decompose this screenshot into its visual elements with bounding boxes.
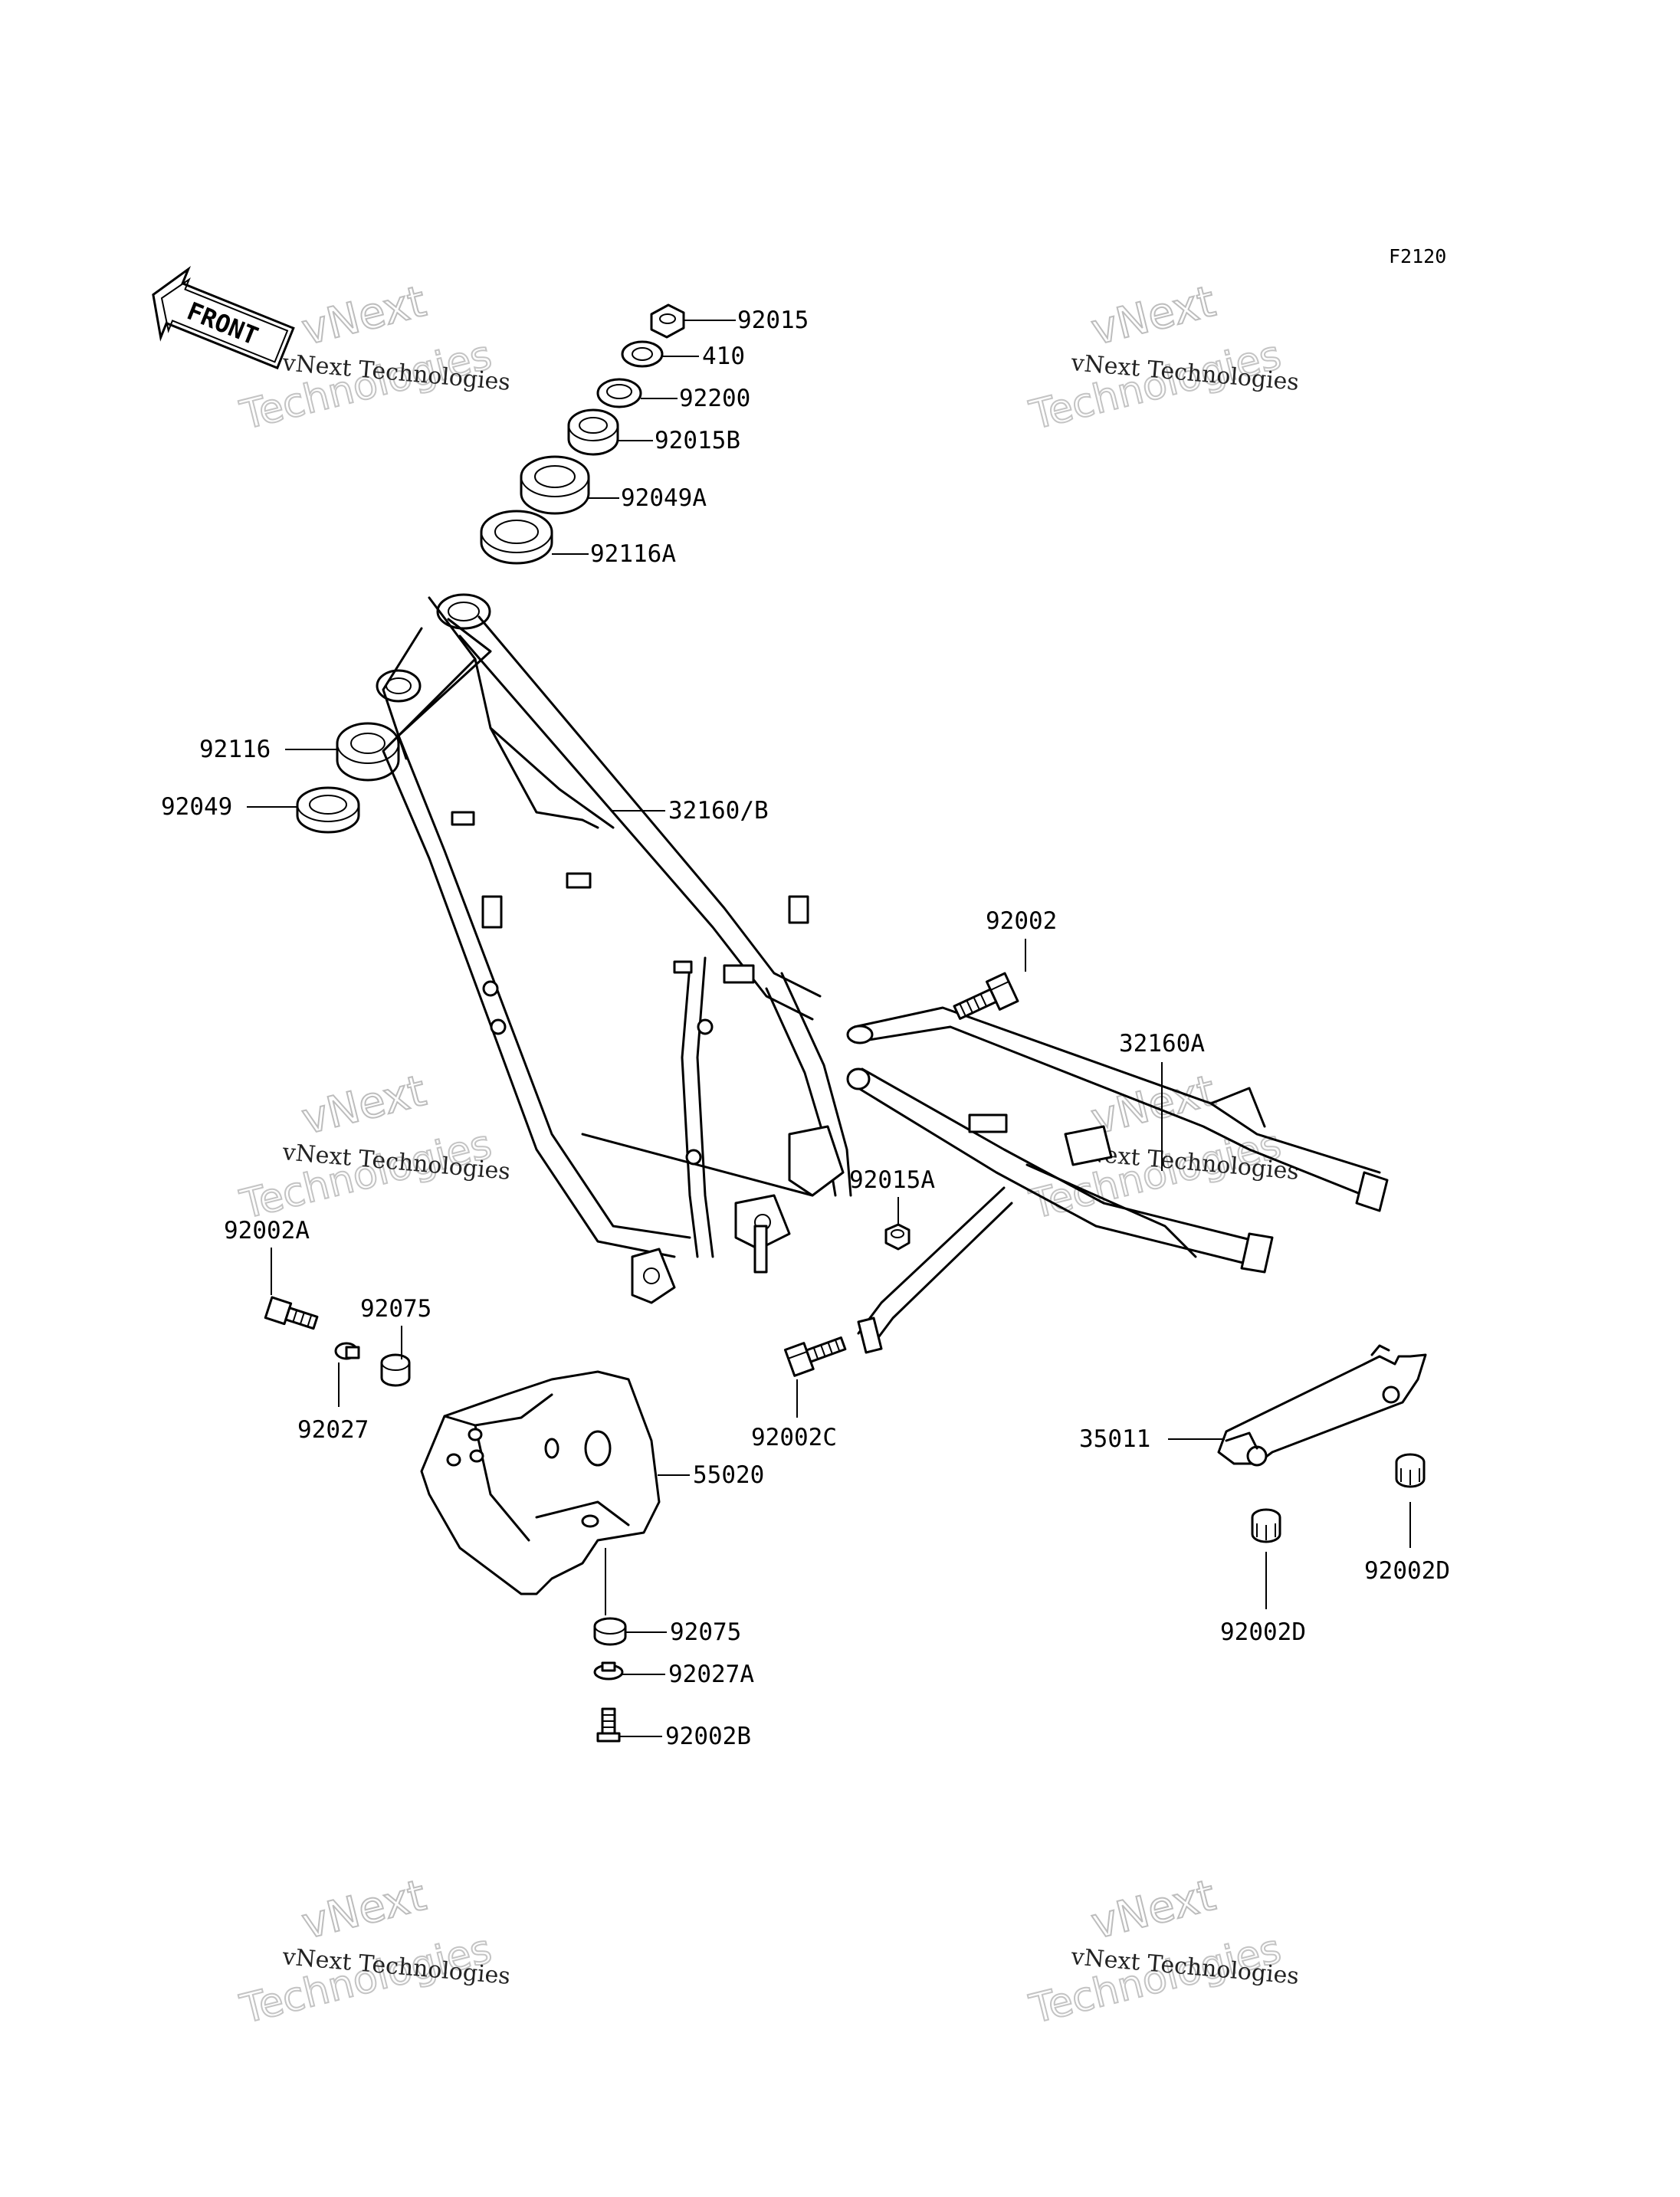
part-label-92116a: 92116A <box>590 540 676 568</box>
part-label-92002: 92002 <box>986 907 1057 935</box>
seal-icon <box>480 510 553 565</box>
part-labels: 92015 410 92200 92015B 92049A 92116A 921… <box>161 307 1450 1750</box>
watermark-brand: vNext <box>1087 277 1220 356</box>
bolt-icon <box>783 1336 847 1377</box>
diagram-code: F2120 <box>1389 245 1446 267</box>
part-label-92027a: 92027A <box>668 1661 754 1688</box>
bolt-icon <box>1395 1453 1426 1488</box>
front-arrow-icon: FRONT <box>152 265 295 370</box>
washer-icon <box>621 340 664 368</box>
nut-icon <box>884 1223 911 1251</box>
watermark-bottom-right: vNext Technologies vNext Technologies <box>1025 1870 1301 2034</box>
washer-icon <box>596 378 642 408</box>
part-label-92015a: 92015A <box>849 1166 935 1194</box>
part-label-92002d-left: 92002D <box>1220 1618 1306 1646</box>
watermark-brand: vNext <box>1087 1871 1220 1949</box>
part-label-92015: 92015 <box>737 307 809 334</box>
sub-frame <box>846 1006 1389 1354</box>
part-label-92002a: 92002A <box>224 1217 310 1244</box>
watermark-bottom-left: vNext Technologies vNext Technologies <box>235 1870 512 2034</box>
grommet-icon <box>380 1353 411 1387</box>
part-label-410: 410 <box>702 343 745 370</box>
part-label-92002b: 92002B <box>665 1723 751 1750</box>
nut-icon <box>650 303 685 339</box>
part-label-55020: 55020 <box>693 1461 764 1489</box>
part-label-92116: 92116 <box>199 736 271 763</box>
bolt-icon <box>1251 1508 1281 1543</box>
part-label-92075-top: 92075 <box>360 1295 431 1323</box>
part-label-92015b: 92015B <box>655 427 740 454</box>
main-frame <box>376 593 852 1304</box>
part-label-35011: 35011 <box>1079 1425 1150 1453</box>
collar-icon <box>593 1661 624 1681</box>
watermark-brand: vNext <box>1087 1066 1220 1145</box>
part-label-92027: 92027 <box>297 1416 369 1444</box>
bolt-icon <box>264 1296 319 1330</box>
part-label-92049a: 92049A <box>621 484 707 512</box>
part-label-92002c: 92002C <box>751 1424 837 1451</box>
watermark-mid-left: vNext Technologies vNext Technologies <box>235 1065 512 1229</box>
part-label-92049: 92049 <box>161 793 232 821</box>
collar-icon <box>334 1342 360 1360</box>
steering-stack <box>480 303 685 565</box>
lower-bearing-stack <box>296 722 400 834</box>
skid-plate <box>420 1370 661 1595</box>
watermark-brand: vNext <box>297 1871 431 1949</box>
bearing-icon <box>296 786 360 834</box>
leader-lines <box>247 320 1411 1737</box>
seal-icon <box>336 722 400 782</box>
part-label-32160b: 32160/B <box>668 797 769 825</box>
watermark-brand: vNext <box>297 1066 431 1145</box>
watermark-brand: vNext <box>297 277 431 356</box>
watermark-top-right: vNext Technologies vNext Technologies <box>1025 276 1301 440</box>
bolt-icon <box>596 1707 621 1743</box>
part-label-32160a: 32160A <box>1119 1030 1205 1058</box>
part-label-92200: 92200 <box>679 385 750 412</box>
bolt-icon <box>953 972 1019 1020</box>
part-label-92075-bottom: 92075 <box>670 1618 741 1646</box>
part-label-92002d-right: 92002D <box>1364 1557 1450 1585</box>
chain-guard <box>1217 1344 1427 1467</box>
grommet-icon <box>593 1617 627 1646</box>
